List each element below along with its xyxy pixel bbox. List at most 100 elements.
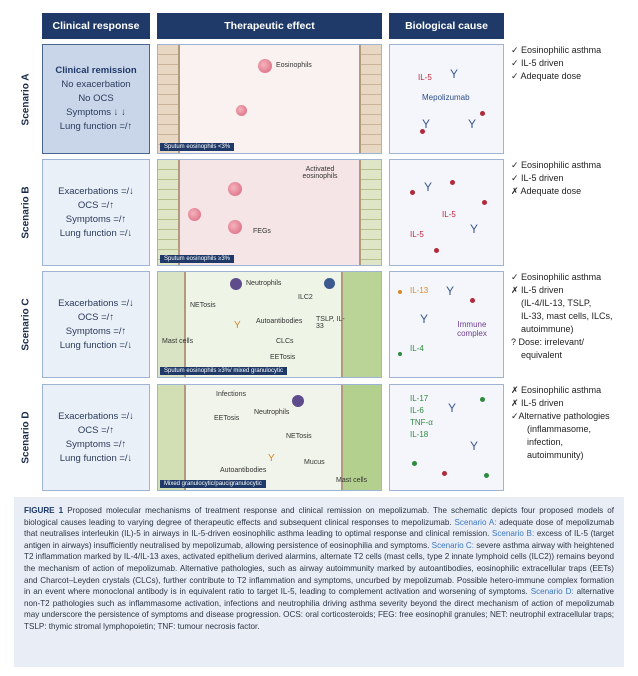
check-item: autoimmune) — [521, 324, 574, 334]
scenario-b-label: Scenario B — [20, 186, 32, 239]
caption-link[interactable]: Scenario D: — [530, 587, 574, 597]
il4-dot — [398, 352, 402, 356]
effect-label: NETosis — [190, 302, 216, 309]
il5-dot — [434, 248, 439, 253]
antibody-icon: Y — [420, 312, 429, 326]
antibody-icon: Y — [446, 284, 455, 298]
airway-wall — [158, 160, 180, 265]
effect-caption: Mixed granulocytic/paucigranulocytic — [160, 480, 266, 488]
il5-dot — [482, 200, 487, 205]
response-line: OCS =/↑ — [77, 311, 115, 323]
response-line: Lung function =/↓ — [59, 227, 133, 239]
antibody-icon: Y — [234, 320, 241, 331]
response-line: OCS =/↑ — [77, 424, 115, 436]
scenario-a-cause: IL-5 Mepolizumab Y Y Y — [389, 44, 504, 154]
cytokine-label: IL-13 — [410, 286, 429, 295]
caption-link[interactable]: Scenario B: — [491, 529, 535, 539]
response-line: Symptoms =/↑ — [65, 325, 127, 337]
effect-label: Mucus — [304, 459, 325, 466]
antibody-icon: Y — [422, 117, 431, 131]
antibody-icon: Y — [424, 180, 433, 194]
check-item: ✓ Eosinophilic asthma — [511, 45, 602, 55]
cytokine-list: IL-17 IL-6 TNF-α IL-18 — [410, 393, 433, 441]
scenario-d-effect: Infections EETosis Neutrophils NETosis A… — [157, 384, 382, 491]
scenario-c-checks: ✓ Eosinophilic asthma ✗ IL-5 driven (IL-… — [511, 271, 633, 362]
header-biological-cause: Biological cause — [389, 13, 504, 39]
response-line: Lung function =/↓ — [59, 452, 133, 464]
il5-dot — [410, 190, 415, 195]
header-clinical-response: Clinical response — [42, 13, 150, 39]
response-line: Clinical remission — [55, 65, 137, 76]
cytokine-dot — [412, 461, 417, 466]
airway-wall — [341, 385, 381, 490]
response-line: No OCS — [78, 93, 114, 104]
effect-label: Mast cells — [162, 338, 194, 345]
airway-wall — [359, 45, 381, 153]
response-line: Lung function =/↑ — [59, 121, 133, 132]
scenario-b-effect: Activated eosinophils FEGs Sputum eosino… — [157, 159, 382, 266]
check-item: ✗ IL-5 driven — [511, 398, 564, 408]
scenario-c-effect: Neutrophils NETosis ILC2 TSLP, IL-33 Aut… — [157, 271, 382, 378]
immune-complex-label: Immune complex — [457, 320, 487, 338]
caption-text: adequate dose of mepolizumab that neutra… — [24, 517, 614, 539]
il5-dot — [470, 298, 475, 303]
antibody-icon: Y — [450, 67, 459, 81]
response-line: Exacerbations =/↓ — [58, 185, 134, 197]
neutrophil-cell — [230, 278, 242, 290]
cytokine-dot — [484, 473, 489, 478]
scenario-c-label: Scenario C — [20, 298, 32, 351]
cytokine-label: IL-18 — [410, 430, 429, 439]
effect-label: EETosis — [270, 354, 296, 361]
eosinophil-cell — [228, 220, 242, 234]
response-line: Symptoms =/↑ — [65, 438, 127, 450]
cytokine-dot — [480, 397, 485, 402]
cytokine-label: IL-5 — [418, 73, 432, 82]
eosinophil-cell — [228, 182, 242, 196]
check-item: ✓ Eosinophilic asthma — [511, 272, 602, 282]
check-item: ✓ Adequate dose — [511, 71, 582, 81]
caption-link[interactable]: Scenario C: — [431, 540, 474, 550]
response-line: Symptoms =/↑ — [65, 213, 127, 225]
scenario-c-cause: IL-13 IL-4 Immune complex Y Y — [389, 271, 504, 378]
neutrophil-cell — [292, 395, 304, 407]
response-line: Lung function =/↓ — [59, 339, 133, 351]
airway-wall — [359, 160, 381, 265]
scenario-a-checks: ✓ Eosinophilic asthma ✓ IL-5 driven ✓ Ad… — [511, 44, 633, 83]
caption-link[interactable]: Scenario A: — [454, 517, 497, 527]
scenario-a-effect: Eosinophils Sputum eosinophils <3% — [157, 44, 382, 154]
effect-label: Autoantibodies — [256, 318, 303, 325]
ilc2-cell — [324, 278, 335, 289]
header-therapeutic-effect: Therapeutic effect — [157, 13, 382, 39]
effect-label: FEGs — [253, 228, 271, 235]
response-line: No exacerbation — [61, 79, 131, 90]
caption-text: excess of IL-5 (target antigen in airway… — [24, 529, 614, 550]
scenario-d-cause: IL-17 IL-6 TNF-α IL-18 Y Y — [389, 384, 504, 491]
cytokine-label: IL-5 — [410, 230, 424, 239]
airway-wall — [341, 272, 381, 377]
drug-label: Mepolizumab — [422, 93, 470, 102]
check-item: ✓ Eosinophilic asthma — [511, 160, 602, 170]
eosinophil-cell — [188, 208, 201, 221]
scenario-a-label: Scenario A — [20, 73, 32, 125]
check-item: ✓Alternative pathologies — [511, 411, 610, 421]
il13-dot — [398, 290, 402, 294]
effect-label: TSLP, IL-33 — [316, 316, 345, 330]
eosinophil-cell — [236, 105, 247, 116]
scenario-b-cause: IL-5 IL-5 Y Y — [389, 159, 504, 266]
check-item: IL-33, mast cells, ILCs, — [521, 311, 613, 321]
antibody-icon: Y — [470, 222, 479, 236]
check-item: autoimmunity) — [527, 450, 584, 460]
cytokine-label: IL-6 — [410, 406, 424, 415]
antibody-icon: Y — [468, 117, 477, 131]
effect-caption: Sputum eosinophils ≥3%/ mixed granulocyt… — [160, 367, 288, 375]
effect-label: Infections — [216, 391, 246, 398]
scenario-b-response: Exacerbations =/↓ OCS =/↑ Symptoms =/↑ L… — [42, 159, 150, 266]
scenario-a-response: Clinical remission No exacerbation No OC… — [42, 44, 150, 154]
il5-dot — [442, 471, 447, 476]
response-line: Symptoms ↓ ↓ — [66, 107, 126, 118]
caption-text: Proposed molecular mechanisms of treatme… — [24, 506, 615, 527]
effect-caption: Sputum eosinophils ≥3% — [160, 255, 234, 263]
effect-label: Mast cells — [336, 477, 368, 484]
check-item: ✗ Adequate dose — [511, 186, 582, 196]
caption-title: FIGURE 1 — [24, 506, 64, 515]
